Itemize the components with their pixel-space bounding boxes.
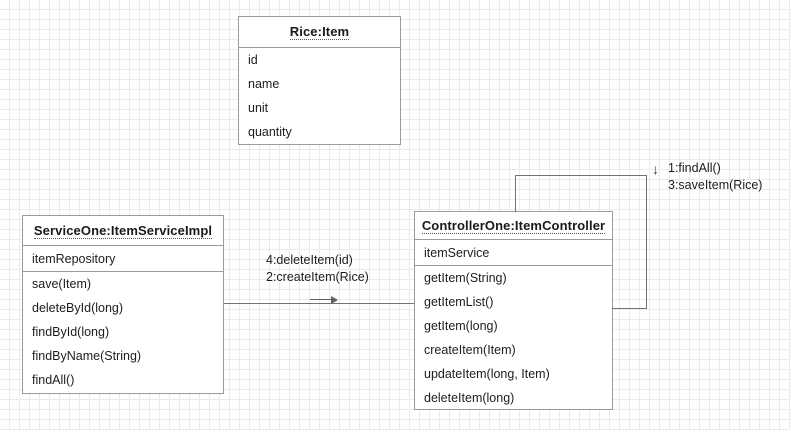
operation-row: updateItem(long, Item)	[424, 367, 550, 381]
class-box-service-one[interactable]: ServiceOne:ItemServiceImpl itemRepositor…	[22, 215, 224, 394]
operation-row: getItemList()	[424, 295, 494, 309]
connector-self-loop-segment-down[interactable]	[646, 175, 647, 309]
connector-self-loop-segment-return[interactable]	[612, 308, 647, 309]
message-line-2: 2:createItem(Rice)	[266, 270, 369, 284]
message-line-1: 4:deleteItem(id)	[266, 253, 353, 267]
operation-row: deleteById(long)	[32, 301, 124, 315]
message-line-1: 1:findAll()	[668, 161, 721, 175]
arrow-right-icon	[331, 296, 338, 304]
class-box-rice-item[interactable]: Rice:Item id name unit quantity	[238, 16, 401, 145]
class-title-text: ControllerOne:ItemController	[421, 217, 606, 234]
attribute-row: itemService	[424, 245, 490, 260]
class-box-controller-one[interactable]: ControllerOne:ItemController itemService…	[414, 211, 613, 410]
class-title-text: Rice:Item	[289, 24, 350, 40]
operations-compartment-controller-one: getItem(String) getItemList() getItem(lo…	[415, 266, 612, 410]
attribute-row: name	[248, 77, 280, 91]
operation-row: findByName(String)	[32, 349, 142, 363]
operation-row: createItem(Item)	[424, 343, 516, 357]
operation-row: getItem(long)	[424, 319, 498, 333]
attributes-compartment-controller-one: itemService	[415, 240, 612, 266]
message-label-controller-self: 1:findAll() 3:saveItem(Rice)	[668, 160, 762, 194]
attributes-compartment-service-one: itemRepository	[23, 246, 223, 272]
operation-row: save(Item)	[32, 277, 92, 291]
attribute-row: itemRepository	[32, 251, 116, 266]
operation-row: findAll()	[32, 373, 75, 387]
message-label-service-to-controller: 4:deleteItem(id) 2:createItem(Rice)	[266, 252, 369, 286]
message-line-2: 3:saveItem(Rice)	[668, 178, 763, 192]
connector-service-to-controller[interactable]	[224, 303, 414, 304]
operations-compartment-service-one: save(Item) deleteById(long) findById(lon…	[23, 272, 223, 392]
attribute-row: unit	[248, 101, 269, 115]
arrow-right-stem	[310, 299, 332, 300]
class-title-rice-item: Rice:Item	[239, 17, 400, 48]
operation-row: getItem(String)	[424, 271, 507, 285]
class-title-controller-one: ControllerOne:ItemController	[415, 212, 612, 240]
connector-self-loop-segment-up[interactable]	[515, 175, 516, 212]
attribute-row: quantity	[248, 125, 292, 139]
attributes-compartment-rice-item: id name unit quantity	[239, 48, 400, 144]
class-title-text: ServiceOne:ItemServiceImpl	[33, 222, 213, 239]
class-title-service-one: ServiceOne:ItemServiceImpl	[23, 216, 223, 246]
operation-row: deleteItem(long)	[424, 391, 515, 405]
attribute-row: id	[248, 53, 258, 67]
operation-row: findById(long)	[32, 325, 110, 339]
connector-self-loop-segment-top[interactable]	[515, 175, 647, 176]
arrow-down-icon: ↓	[652, 161, 659, 177]
